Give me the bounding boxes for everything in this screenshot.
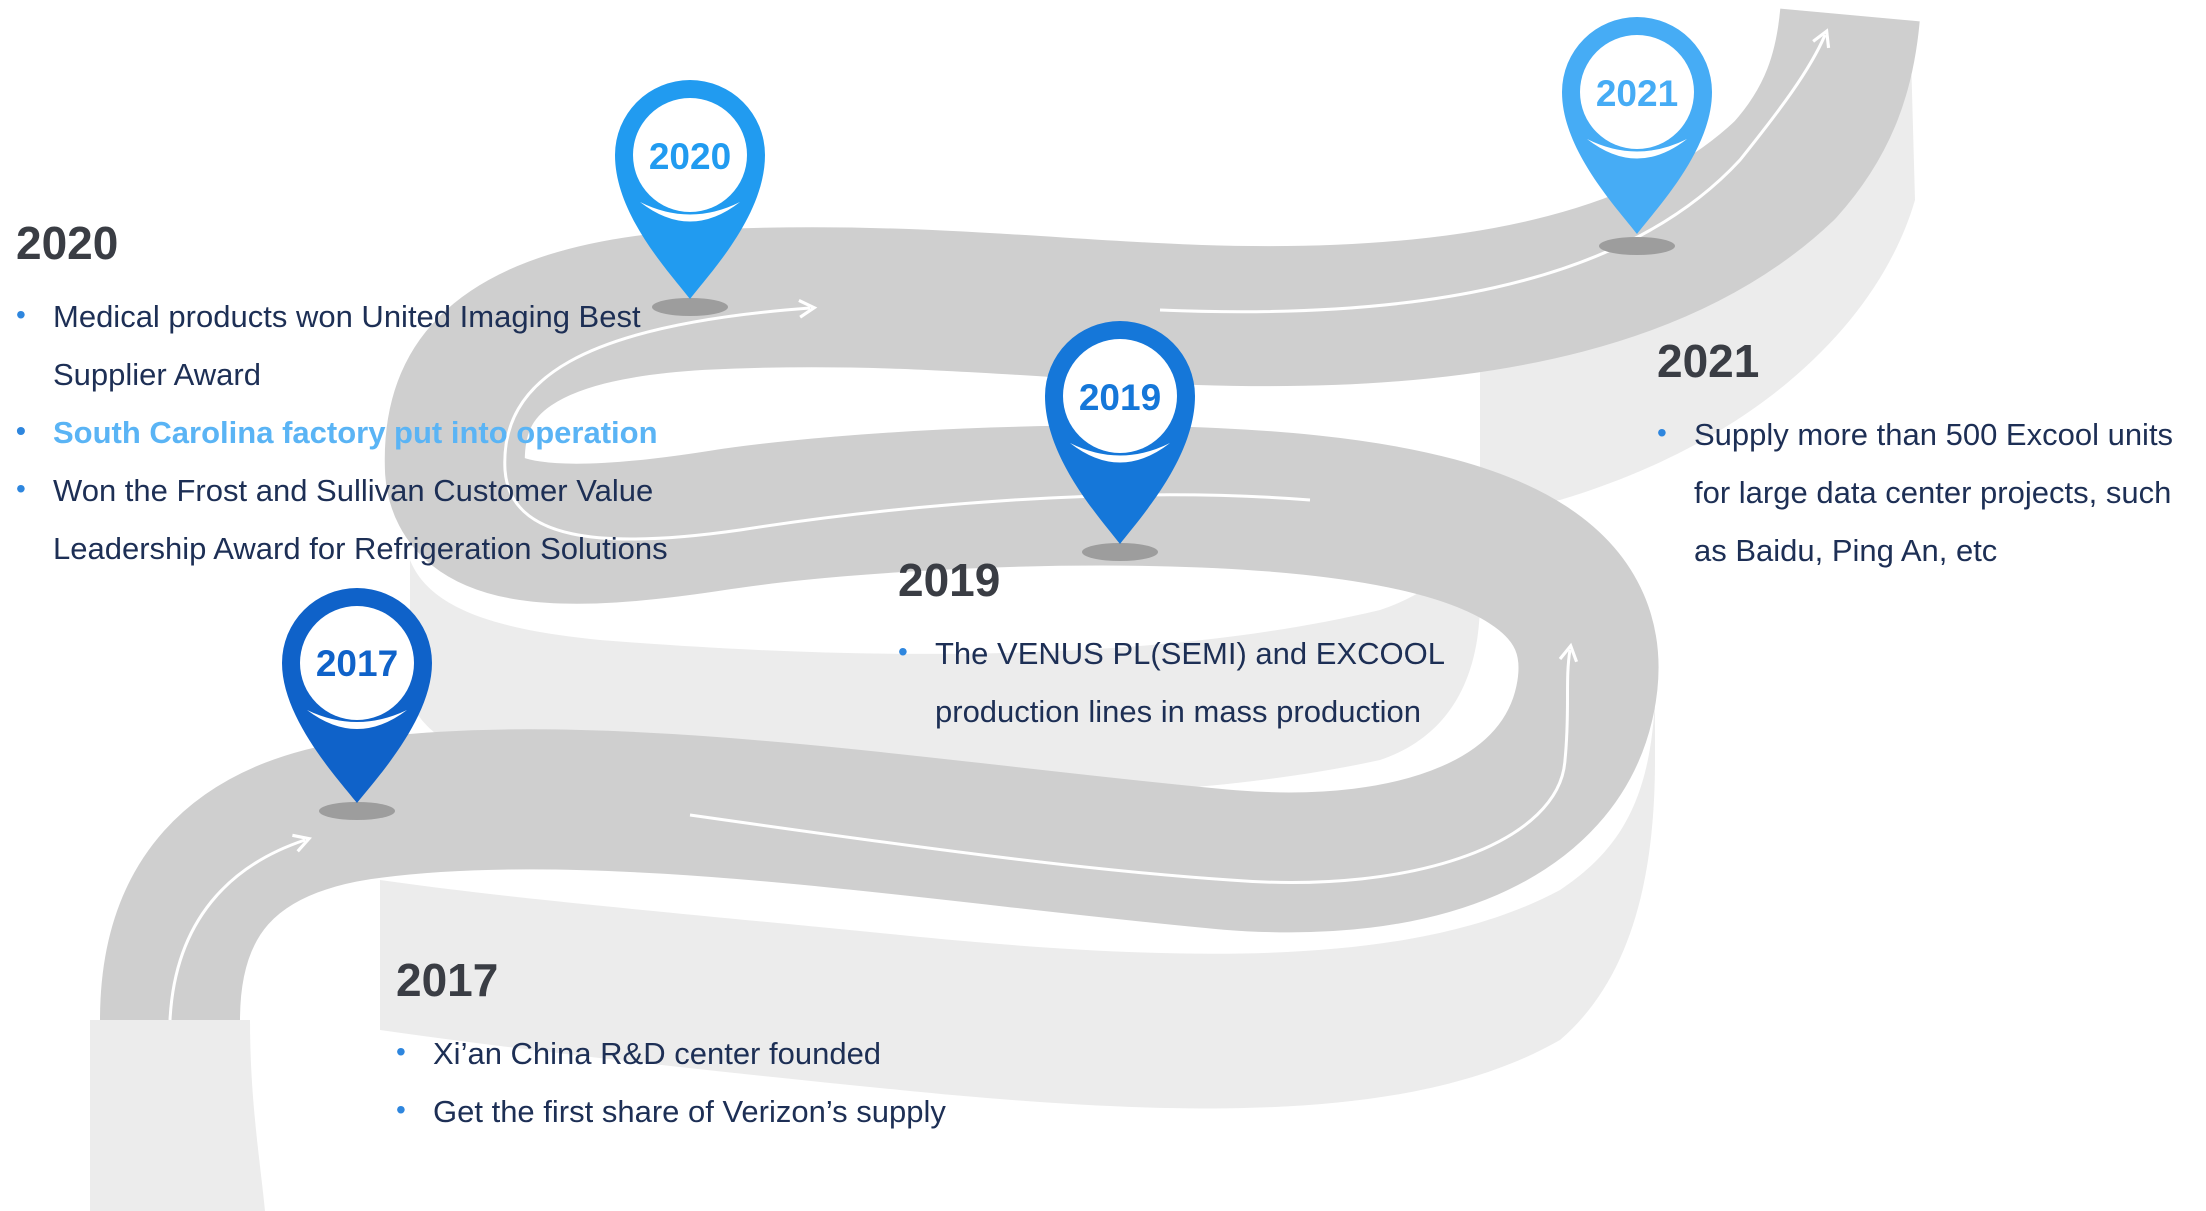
marker-2021-label: 2021 xyxy=(1596,73,1678,114)
milestone-2019-year: 2019 xyxy=(898,554,1001,606)
milestone-2020-list: • Medical products won United Imaging Bes… xyxy=(16,288,736,578)
milestone-2020-year: 2020 xyxy=(16,217,119,269)
milestone-2017-year: 2017 xyxy=(396,954,499,1006)
bullet-icon: • xyxy=(898,636,908,667)
marker-2019-shadow xyxy=(1082,543,1158,561)
lane-markings xyxy=(168,28,1831,1021)
bullet-icon: • xyxy=(1657,417,1667,448)
marker-2020[interactable]: 2020 xyxy=(615,80,765,316)
marker-2021-shadow xyxy=(1599,237,1675,255)
marker-2019-label: 2019 xyxy=(1079,377,1161,418)
list-item-text: Won the Frost and Sullivan Customer Valu… xyxy=(53,473,668,566)
list-item-text: Get the first share of Verizon’s supply xyxy=(433,1094,946,1129)
bullet-icon: • xyxy=(396,1036,406,1067)
road-side-walls xyxy=(90,20,1915,1211)
list-item: • The VENUS PL(SEMI) and EXCOOL productio… xyxy=(898,625,1518,741)
marker-2020-label: 2020 xyxy=(649,136,731,177)
road-surface xyxy=(100,7,1920,1022)
list-item-text: South Carolina factory put into operatio… xyxy=(53,415,658,450)
list-item: • Medical products won United Imaging Bes… xyxy=(16,288,736,404)
milestone-2017-list: • Xi’an China R&D center founded • Get the… xyxy=(396,1025,1096,1141)
milestone-2017: 2017 • Xi’an China R&D center founded • Ge… xyxy=(396,953,1096,1141)
marker-2017-label: 2017 xyxy=(316,643,398,684)
marker-2017-shadow xyxy=(319,802,395,820)
list-item-text: Medical products won United Imaging Best… xyxy=(53,299,641,392)
marker-2020-shadow xyxy=(652,298,728,316)
list-item: • Won the Frost and Sullivan Customer Val… xyxy=(16,462,736,578)
list-item: • Xi’an China R&D center founded xyxy=(396,1025,1096,1083)
milestone-2021: 2021 • Supply more than 500 Excool units … xyxy=(1657,334,2202,580)
list-item-text: Xi’an China R&D center founded xyxy=(433,1036,882,1071)
bullet-icon: • xyxy=(16,299,26,330)
bullet-icon: • xyxy=(16,415,26,446)
milestone-2021-list: • Supply more than 500 Excool units for l… xyxy=(1657,406,2202,580)
list-item-text: Supply more than 500 Excool units for la… xyxy=(1694,417,2174,568)
marker-2021[interactable]: 2021 xyxy=(1562,17,1712,255)
marker-2017[interactable]: 2017 xyxy=(282,588,432,820)
list-item: • Supply more than 500 Excool units for l… xyxy=(1657,406,2202,580)
milestone-2021-year: 2021 xyxy=(1657,335,1760,387)
marker-2019[interactable]: 2019 xyxy=(1045,321,1195,561)
bullet-icon: • xyxy=(396,1094,406,1125)
milestone-2019: 2019 • The VENUS PL(SEMI) and EXCOOL prod… xyxy=(898,553,1518,741)
bullet-icon: • xyxy=(16,473,26,504)
milestone-2019-list: • The VENUS PL(SEMI) and EXCOOL productio… xyxy=(898,625,1518,741)
list-item: • Get the first share of Verizon’s supply xyxy=(396,1083,1096,1141)
list-item-highlighted: • South Carolina factory put into operati… xyxy=(16,404,736,462)
milestone-2020: 2020 • Medical products won United Imagin… xyxy=(16,216,736,578)
list-item-text: The VENUS PL(SEMI) and EXCOOL production… xyxy=(935,636,1444,729)
